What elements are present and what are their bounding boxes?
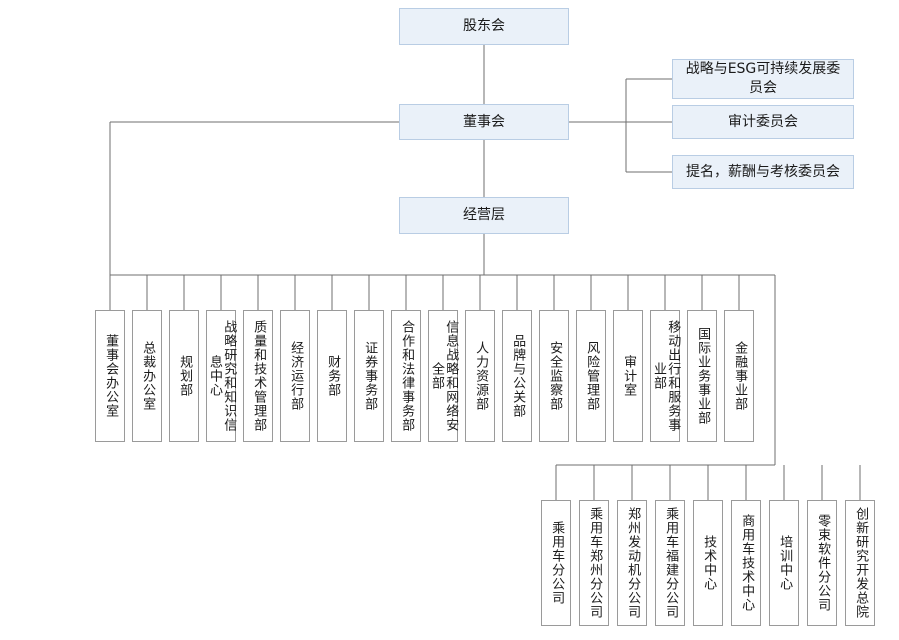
node-label: 合作和法律事务部 — [399, 320, 415, 432]
node-sub-1[interactable]: 乘用车分公司 — [541, 500, 571, 626]
node-label: 董事会办公室 — [103, 334, 119, 418]
node-sub-7[interactable]: 培训中心 — [769, 500, 799, 626]
node-dept-15[interactable]: 审计室 — [613, 310, 643, 442]
node-dept-2[interactable]: 总裁办公室 — [132, 310, 162, 442]
node-dept-10[interactable]: 信息战略和网络安全部 — [428, 310, 458, 442]
node-label: 移动出行和服务事业部 — [651, 320, 681, 432]
node-shareholders[interactable]: 股东会 — [399, 8, 569, 45]
node-label: 审计室 — [621, 355, 637, 397]
node-dept-17[interactable]: 国际业务事业部 — [687, 310, 717, 442]
node-label: 战略研究和知识信息中心 — [207, 320, 237, 432]
node-sub-8[interactable]: 零束软件分公司 — [807, 500, 837, 626]
node-label: 零束软件分公司 — [815, 514, 831, 612]
node-label: 董事会 — [463, 113, 505, 130]
node-dept-1[interactable]: 董事会办公室 — [95, 310, 125, 442]
node-dept-6[interactable]: 经济运行部 — [280, 310, 310, 442]
node-label: 安全监察部 — [547, 341, 563, 411]
node-committee-audit[interactable]: 审计委员会 — [672, 105, 854, 139]
node-sub-4[interactable]: 乘用车福建分公司 — [655, 500, 685, 626]
node-label: 风险管理部 — [584, 341, 600, 411]
node-board[interactable]: 董事会 — [399, 104, 569, 140]
node-dept-14[interactable]: 风险管理部 — [576, 310, 606, 442]
node-committee-strategy-esg[interactable]: 战略与ESG可持续发展委员会 — [672, 59, 854, 99]
node-label: 金融事业部 — [732, 341, 748, 411]
node-label: 财务部 — [325, 355, 341, 397]
node-label: 信息战略和网络安全部 — [429, 320, 459, 432]
node-label: 经营层 — [463, 207, 505, 224]
node-label: 提名，薪酬与考核委员会 — [686, 163, 840, 180]
node-dept-18[interactable]: 金融事业部 — [724, 310, 754, 442]
node-dept-5[interactable]: 质量和技术管理部 — [243, 310, 273, 442]
node-label: 人力资源部 — [473, 341, 489, 411]
node-label: 经济运行部 — [288, 341, 304, 411]
node-dept-8[interactable]: 证券事务部 — [354, 310, 384, 442]
node-committee-nomination-remuneration[interactable]: 提名，薪酬与考核委员会 — [672, 155, 854, 189]
node-label: 证券事务部 — [362, 341, 378, 411]
node-dept-3[interactable]: 规划部 — [169, 310, 199, 442]
node-label: 规划部 — [177, 355, 193, 397]
node-label: 审计委员会 — [728, 113, 798, 130]
node-dept-13[interactable]: 安全监察部 — [539, 310, 569, 442]
node-dept-16[interactable]: 移动出行和服务事业部 — [650, 310, 680, 442]
node-sub-3[interactable]: 郑州发动机分公司 — [617, 500, 647, 626]
node-management[interactable]: 经营层 — [399, 197, 569, 234]
node-label: 股东会 — [463, 18, 505, 35]
node-label: 商用车技术中心 — [739, 514, 755, 612]
node-dept-4[interactable]: 战略研究和知识信息中心 — [206, 310, 236, 442]
node-label: 创新研究开发总院 — [853, 507, 869, 619]
node-dept-7[interactable]: 财务部 — [317, 310, 347, 442]
node-label: 乘用车郑州分公司 — [587, 507, 603, 619]
node-dept-12[interactable]: 品牌与公关部 — [502, 310, 532, 442]
node-label: 郑州发动机分公司 — [625, 507, 641, 619]
node-label: 总裁办公室 — [140, 341, 156, 411]
node-label: 技术中心 — [701, 535, 717, 591]
node-label: 国际业务事业部 — [695, 327, 711, 425]
node-label: 乘用车分公司 — [549, 521, 565, 605]
node-dept-9[interactable]: 合作和法律事务部 — [391, 310, 421, 442]
node-label: 培训中心 — [777, 535, 793, 591]
node-label: 乘用车福建分公司 — [663, 507, 679, 619]
node-label: 战略与ESG可持续发展委员会 — [685, 61, 841, 96]
node-label: 品牌与公关部 — [510, 334, 526, 418]
node-sub-6[interactable]: 商用车技术中心 — [731, 500, 761, 626]
node-sub-2[interactable]: 乘用车郑州分公司 — [579, 500, 609, 626]
node-dept-11[interactable]: 人力资源部 — [465, 310, 495, 442]
node-sub-9[interactable]: 创新研究开发总院 — [845, 500, 875, 626]
node-label: 质量和技术管理部 — [251, 320, 267, 432]
node-sub-5[interactable]: 技术中心 — [693, 500, 723, 626]
